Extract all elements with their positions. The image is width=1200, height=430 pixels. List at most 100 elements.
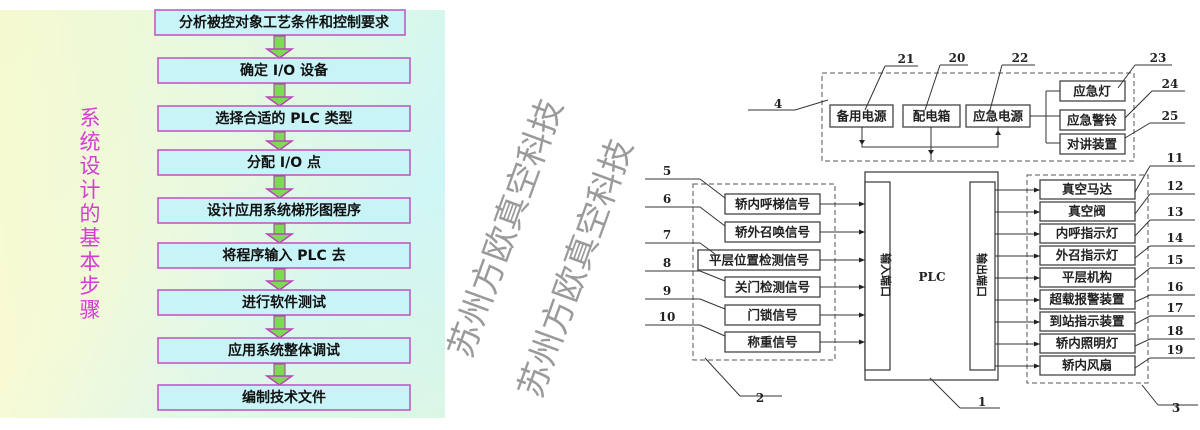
output-device-label: 轿内照明灯 xyxy=(1056,336,1119,351)
plc-block-diagram: 备用电源配电箱应急电源 应急灯应急警铃对讲装置 输入端口 输出端口 PLC 轿内… xyxy=(645,51,1198,415)
leader-line xyxy=(1134,267,1195,281)
flow-step-box xyxy=(157,149,411,176)
output-device-label: 平层机构 xyxy=(1062,270,1112,285)
reference-number: 1 xyxy=(978,395,986,409)
arrowhead xyxy=(859,284,865,290)
flow-step-label: 分析被控对象工艺条件和控制要求 xyxy=(179,14,390,31)
input-signal-label: 称重信号 xyxy=(747,335,797,350)
input-signal-label: 平层位置检测信号 xyxy=(709,253,809,268)
flow-step-box xyxy=(154,9,406,36)
leader-line xyxy=(1134,245,1195,259)
output-device-label: 轿内风扇 xyxy=(1062,358,1112,373)
arrowhead xyxy=(859,312,865,318)
reference-number: 6 xyxy=(663,192,671,206)
leader-line xyxy=(748,99,829,111)
reference-number: 10 xyxy=(659,310,676,324)
leader-line xyxy=(645,206,726,227)
flow-step-box xyxy=(157,57,411,84)
flow-step-label: 进行软件测试 xyxy=(242,294,326,311)
leader-line xyxy=(704,357,782,397)
output-device-label: 内呼指示灯 xyxy=(1056,226,1119,241)
flow-step-box xyxy=(157,242,411,269)
reference-number: 3 xyxy=(1172,401,1180,415)
output-group-frame xyxy=(1026,174,1149,384)
leader-line xyxy=(1124,90,1185,119)
flow-step-box xyxy=(157,105,411,132)
flow-step-label: 应用系统整体调试 xyxy=(228,342,340,359)
down-arrow-icon xyxy=(264,268,295,291)
power-wiring xyxy=(861,90,1060,160)
power-box-label: 备用电源 xyxy=(835,109,887,124)
emergency-device-label: 应急灯 xyxy=(1073,84,1111,99)
flow-step-label: 设计应用系统梯形图程序 xyxy=(207,202,361,219)
power-group-frame xyxy=(821,72,1135,162)
leader-line xyxy=(989,64,1035,111)
arrowhead xyxy=(1034,275,1040,281)
flow-step-box xyxy=(157,197,411,224)
input-signal-label: 轿内呼梯信号 xyxy=(735,197,810,212)
input-signal-label: 轿外召唤信号 xyxy=(735,225,810,240)
input-port xyxy=(864,181,891,371)
arrowhead xyxy=(859,257,865,263)
leader-line xyxy=(645,324,726,337)
reference-number: 20 xyxy=(949,51,966,65)
arrowhead xyxy=(859,201,865,207)
reference-number: 7 xyxy=(663,228,671,242)
leader-line xyxy=(929,377,1000,409)
leader-line xyxy=(864,65,918,111)
arrowhead xyxy=(1034,209,1040,215)
output-port xyxy=(969,181,996,371)
leader-line xyxy=(645,178,726,199)
flow-step-label: 确定 I/O 设备 xyxy=(240,62,329,79)
reference-number: 21 xyxy=(898,52,915,66)
down-arrow-icon xyxy=(264,131,295,151)
reference-number: 13 xyxy=(1167,205,1184,219)
leader-line xyxy=(1134,357,1195,369)
flow-step-label: 编制技术文件 xyxy=(242,389,326,406)
down-arrow-icon xyxy=(264,363,295,386)
arrowheads xyxy=(859,130,1001,155)
reference-number: 4 xyxy=(774,97,782,111)
output-device-label: 真空马达 xyxy=(1062,182,1113,197)
reference-number: 16 xyxy=(1167,280,1184,294)
leader-line xyxy=(1134,315,1195,325)
arrowhead xyxy=(1034,297,1040,303)
emergency-device-box xyxy=(1059,133,1126,155)
output-device-label: 到站指示装置 xyxy=(1049,314,1125,329)
leader-line xyxy=(1134,165,1195,193)
reference-number: 18 xyxy=(1167,324,1184,338)
flow-step-box xyxy=(157,337,411,364)
leader-line xyxy=(645,242,716,255)
leader-line xyxy=(1134,219,1195,237)
reference-number: 22 xyxy=(1012,51,1029,65)
down-arrow-icon xyxy=(264,35,295,59)
leader-line xyxy=(1134,193,1195,215)
flow-step-box xyxy=(157,384,411,411)
reference-number: 2 xyxy=(756,391,764,405)
reference-number: 19 xyxy=(1167,343,1184,357)
reference-number: 14 xyxy=(1167,231,1184,245)
flow-step-box xyxy=(157,289,411,316)
reference-number: 23 xyxy=(1150,51,1167,65)
flow-step-label: 将程序输入 PLC 去 xyxy=(222,247,345,264)
leader-line xyxy=(645,270,726,282)
leader-line xyxy=(1134,338,1195,347)
flowchart-title: 系统设计的基本步骤 xyxy=(80,106,101,322)
reference-number: 9 xyxy=(663,284,671,298)
input-signal-label: 关门检测信号 xyxy=(735,280,810,295)
leader-line xyxy=(1117,64,1172,89)
flow-step-label: 选择合适的 PLC 类型 xyxy=(215,110,352,127)
power-box-label: 配电箱 xyxy=(913,109,951,124)
arrowhead xyxy=(1034,363,1040,369)
arrowhead xyxy=(1034,319,1040,325)
down-arrow-icon xyxy=(264,175,295,199)
emergency-device-label: 对讲装置 xyxy=(1067,137,1118,152)
arrowhead xyxy=(1034,187,1040,193)
reference-number: 11 xyxy=(1167,151,1184,165)
reference-number: 25 xyxy=(1162,109,1179,123)
leader-line xyxy=(1124,122,1185,139)
arrowhead xyxy=(859,229,865,235)
leader-line xyxy=(1141,384,1198,406)
